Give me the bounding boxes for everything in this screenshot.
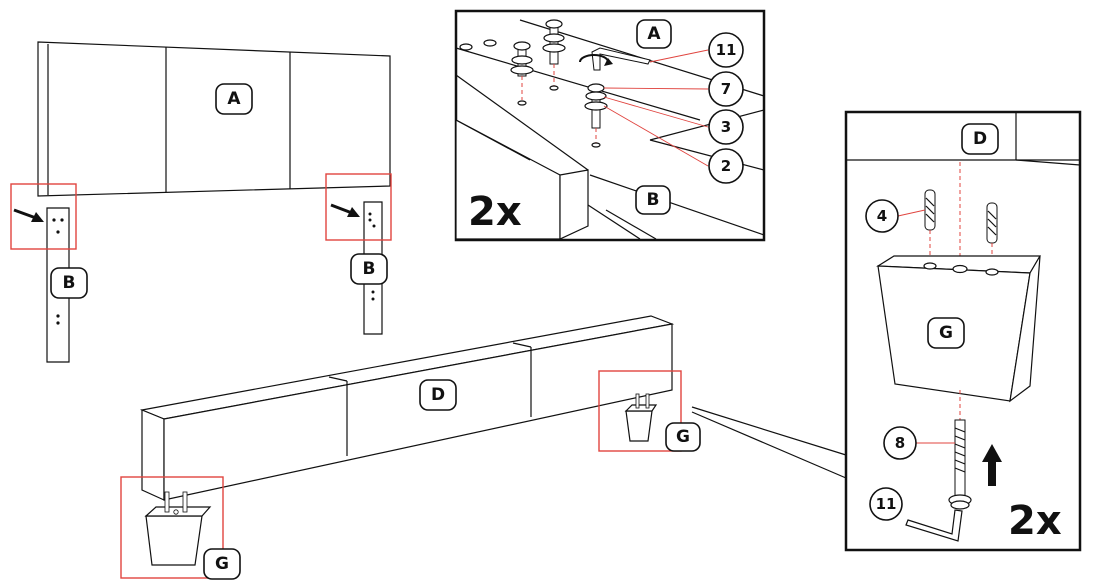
part-label-g-detail-text: G — [939, 323, 953, 343]
dowel-icon — [986, 202, 998, 244]
highlight-left-leg — [10, 183, 77, 250]
part-label-d-detail — [961, 123, 999, 155]
arrow-icon — [330, 203, 360, 217]
hex-key-icon — [579, 47, 651, 71]
part-label-b-right — [350, 253, 388, 285]
bolt-icon — [510, 41, 534, 77]
multiplier-right: 2x — [1008, 498, 1062, 544]
detail-top: A B 11 7 3 2 2x — [454, 9, 766, 242]
callout-11-text: 11 — [716, 41, 737, 59]
part-label-g-left — [203, 548, 241, 580]
footboard-assembly: D G G — [120, 315, 847, 580]
long-bolt-icon — [948, 419, 972, 510]
part-label-d — [419, 379, 457, 411]
part-label-a — [215, 83, 253, 115]
highlight-left-foot — [120, 476, 224, 579]
part-label-g-detail — [927, 317, 965, 349]
arrow-icon — [13, 208, 44, 222]
highlight-right-leg — [325, 173, 392, 241]
part-label-b-detail-text: B — [647, 190, 660, 210]
foot-left — [145, 515, 203, 566]
callout-4 — [865, 199, 899, 233]
multiplier-top: 2x — [468, 189, 522, 235]
foot-right — [625, 410, 653, 442]
part-label-a-text: A — [227, 89, 241, 109]
part-label-b-detail — [635, 185, 671, 215]
part-label-d-text: D — [431, 385, 445, 405]
footboard-face — [163, 323, 673, 501]
part-label-a-detail-text: A — [647, 24, 661, 44]
callout-3-text: 3 — [721, 118, 731, 136]
callout-7-text: 7 — [721, 80, 731, 98]
hex-key-icon — [905, 509, 963, 542]
headboard-assembly: A B B — [10, 41, 392, 363]
footboard-end — [141, 409, 165, 501]
part-label-b-left-text: B — [63, 273, 76, 293]
callout-8-text: 8 — [895, 434, 905, 452]
dowel-icon — [924, 189, 936, 231]
callout-2 — [708, 148, 744, 184]
detail-right: D 4 G — [844, 110, 1082, 552]
part-label-d-detail-text: D — [973, 129, 987, 149]
callout-4-text: 4 — [877, 207, 887, 225]
callout-11-right-text: 11 — [876, 495, 897, 513]
callout-8 — [883, 426, 917, 460]
part-label-b-right-text: B — [363, 259, 376, 279]
callout-2-text: 2 — [721, 157, 731, 175]
arrow-up-icon — [982, 444, 1002, 486]
highlight-right-foot — [598, 370, 682, 452]
headboard-panel — [37, 41, 391, 197]
part-label-b-left — [50, 267, 88, 299]
callout-11-right — [869, 487, 903, 521]
part-label-g-right — [665, 422, 701, 452]
part-label-g-left-text: G — [215, 554, 229, 574]
callout-7 — [708, 71, 744, 107]
callout-11 — [708, 32, 744, 68]
bolt-icon — [542, 19, 566, 65]
callout-3 — [708, 109, 744, 145]
part-label-g-right-text: G — [676, 427, 690, 447]
part-label-a-detail — [636, 19, 672, 49]
